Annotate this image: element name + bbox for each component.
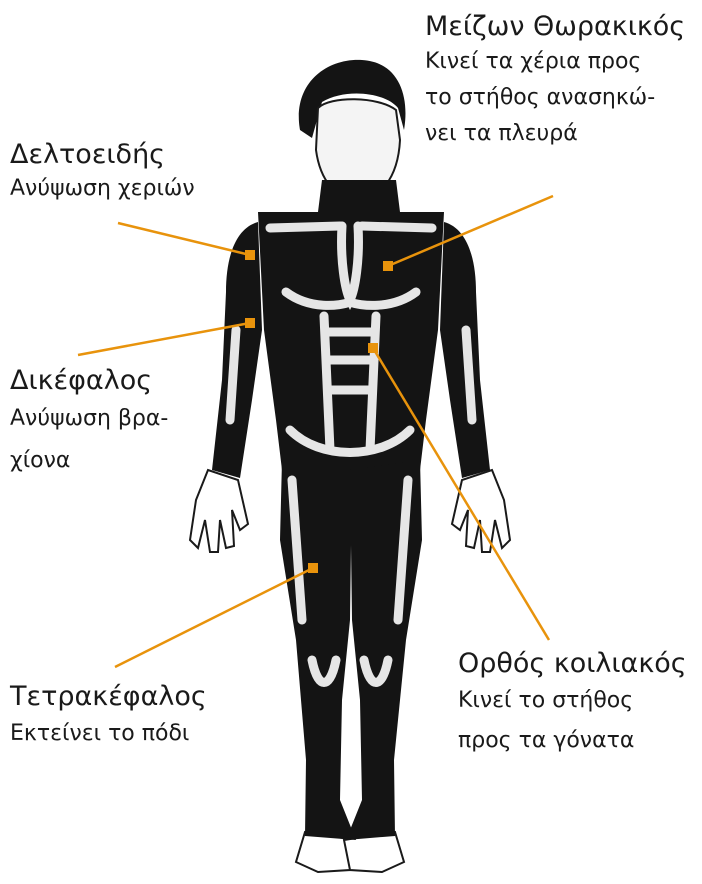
label-pectoralis-desc-3: νει τα πλευρά xyxy=(425,116,685,152)
leader-line-deltoid xyxy=(118,223,250,255)
label-pectoralis-desc-2: το στήθος ανασηκώ- xyxy=(425,80,685,116)
label-biceps-title: Δικέφαλος xyxy=(10,364,168,398)
marker-biceps xyxy=(245,318,255,328)
label-abdominis-title: Ορθός κοιλιακός xyxy=(458,647,687,681)
label-biceps-desc-2: χίονα xyxy=(10,440,168,482)
label-pectoralis: Μείζων Θωρακικός Κινεί τα χέρια προς το … xyxy=(425,10,685,152)
left-hand xyxy=(190,470,248,552)
label-deltoid-title: Δελτοειδής xyxy=(10,138,195,172)
label-pectoralis-title: Μείζων Θωρακικός xyxy=(425,10,685,44)
label-deltoid-desc-1: Ανύψωση χεριών xyxy=(10,172,195,206)
marker-pectoralis xyxy=(383,261,393,271)
marker-deltoid xyxy=(245,250,255,260)
label-deltoid: Δελτοειδής Ανύψωση χεριών xyxy=(10,138,195,206)
label-abdominis-desc-2: προς τα γόνατα xyxy=(458,721,687,761)
leader-line-quadriceps xyxy=(115,568,313,667)
right-leg xyxy=(346,460,422,840)
marker-quadriceps xyxy=(308,563,318,573)
neck xyxy=(318,180,400,212)
label-pectoralis-desc-1: Κινεί τα χέρια προς xyxy=(425,44,685,80)
label-quadriceps-desc-1: Εκτείνει το πόδι xyxy=(10,714,207,754)
right-hand xyxy=(452,470,510,552)
label-abdominis-desc-1: Κινεί το στήθος xyxy=(458,681,687,721)
label-biceps: Δικέφαλος Ανύψωση βρα- χίονα xyxy=(10,364,168,482)
label-quadriceps-title: Τετρακέφαλος xyxy=(10,680,207,714)
marker-abdominis xyxy=(368,343,378,353)
label-quadriceps: Τετρακέφαλος Εκτείνει το πόδι xyxy=(10,680,207,754)
label-abdominis: Ορθός κοιλιακός Κινεί το στήθος προς τα … xyxy=(458,647,687,761)
label-biceps-desc-1: Ανύψωση βρα- xyxy=(10,398,168,440)
